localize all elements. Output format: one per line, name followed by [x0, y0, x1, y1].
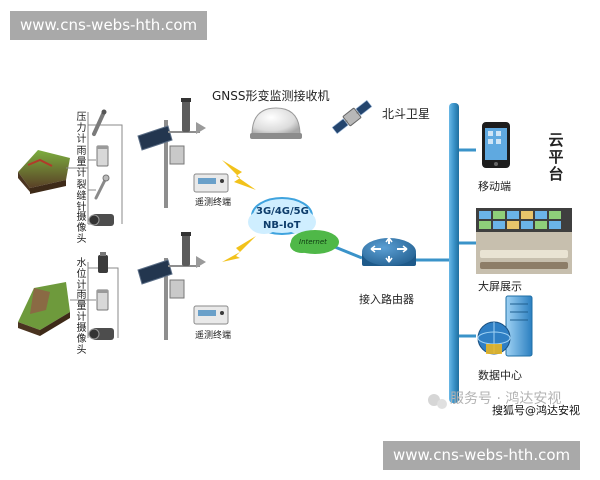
mobile-label: 移动端	[478, 180, 511, 193]
water-level-icon	[98, 252, 108, 273]
site1-sensor-label: 压力计	[76, 112, 87, 145]
watermark-bottom: www.cns-webs-hth.com	[383, 441, 581, 470]
wireless-signal-icon	[222, 236, 256, 262]
site2-sensor-label: 雨量计	[76, 290, 87, 323]
telemetry-terminal-2-icon	[193, 305, 229, 325]
rain-gauge-icon	[96, 145, 109, 167]
watermark-top: www.cns-webs-hth.com	[10, 11, 208, 40]
data-center-server-icon	[477, 295, 533, 357]
access-router-icon	[362, 237, 416, 266]
telemetry-terminal-1-label: 遥测终端	[195, 198, 232, 208]
backbone-bus	[449, 103, 459, 403]
network-label-line1: 3G/4G/5G	[256, 206, 309, 217]
terrain-block-1	[18, 150, 70, 194]
terrain-block-2	[18, 282, 70, 336]
cloud-platform-label: 云平台	[548, 131, 564, 183]
wechat-logo-icon	[428, 394, 447, 409]
pressure-gauge-icon	[92, 109, 107, 136]
telemetry-terminal-1-icon	[193, 173, 229, 193]
rain-gauge-icon	[96, 289, 109, 311]
mobile-phone-icon	[482, 122, 510, 168]
monitoring-station-2	[137, 232, 206, 340]
network-cloud-icon	[248, 197, 339, 254]
sensor-bracket-1	[66, 112, 123, 225]
network-label-line2: NB-IoT	[263, 220, 301, 231]
site1-sensor-label: 裂缝针	[76, 180, 87, 213]
site1-sensor-label: 摄像头	[76, 212, 87, 245]
site2-sensor-label: 水位计	[76, 258, 87, 291]
satellite-label: 北斗卫星	[382, 107, 431, 121]
data-center-label: 数据中心	[478, 369, 522, 382]
crack-meter-icon	[94, 174, 110, 200]
satellite-icon	[331, 99, 373, 135]
camera-icon	[88, 328, 114, 340]
internet-label: Internet	[299, 238, 327, 246]
site1-sensor-label: 雨量计	[76, 146, 87, 179]
camera-icon	[88, 214, 114, 226]
gnss-receiver-label: GNSS形变监测接收机	[212, 89, 330, 103]
gnss-receiver-icon	[250, 107, 302, 139]
telemetry-terminal-2-label: 遥测终端	[195, 331, 232, 341]
wireless-signal-icon	[222, 160, 256, 190]
monitoring-station-1	[137, 98, 206, 208]
big-screen-label: 大屏展示	[478, 280, 522, 293]
router-label: 接入路由器	[359, 293, 414, 306]
control-room-icon	[476, 208, 572, 274]
site2-sensor-label: 摄像头	[76, 323, 87, 356]
sohu-watermark: 搜狐号@鸿达安视	[492, 404, 580, 417]
service-account-watermark: 服务号 · 鸿达安视	[450, 391, 562, 407]
